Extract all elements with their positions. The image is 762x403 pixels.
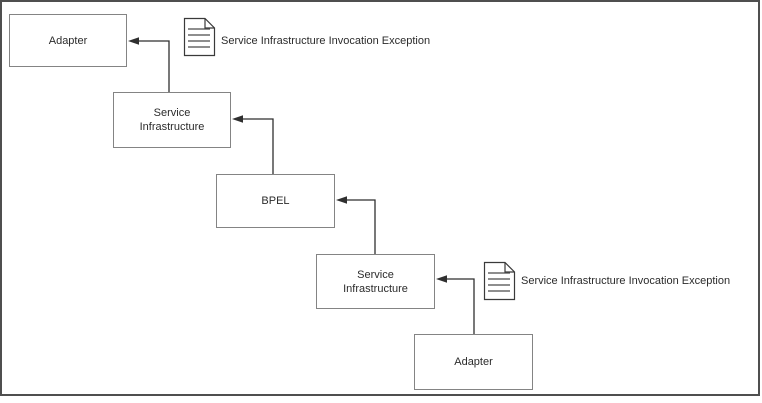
node-bpel: BPEL [216,174,335,228]
arrow-connector-bpel-to-si-upper [232,115,274,174]
arrow-connector-si-upper-to-adapter-top [128,37,170,92]
node-label: Service Infrastructure [343,268,408,295]
arrow-connector-adapter-bottom-to-si-lower [436,275,475,334]
arrowhead-icon [128,37,139,45]
exception-label-top: Service Infrastructure Invocation Except… [221,35,431,47]
arrowhead-icon [336,196,347,204]
node-label: Service Infrastructure [139,107,205,133]
node-label: BPEL [261,195,290,207]
arrowhead-icon [436,275,447,283]
node-adapter-top: Adapter [9,14,127,67]
node-service-infrastructure-upper: Service Infrastructure [113,92,231,148]
node-adapter-bottom: Adapter [414,334,533,390]
node-label: Adapter [48,34,88,47]
node-label: Adapter [454,356,493,368]
document-icon [183,17,216,57]
arrow-connector-si-lower-to-bpel [336,196,376,254]
exception-label-bottom: Service Infrastructure Invocation Except… [521,275,731,287]
document-icon [483,261,516,301]
node-service-infrastructure-lower: Service Infrastructure [316,254,435,309]
arrowhead-icon [232,115,243,123]
